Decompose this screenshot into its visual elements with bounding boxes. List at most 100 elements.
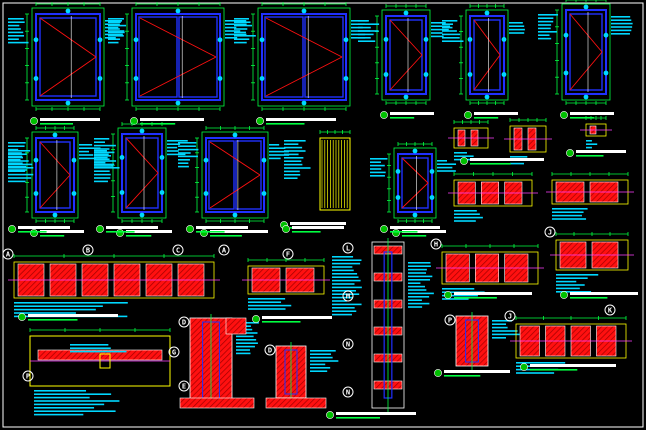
note-line (8, 142, 26, 144)
note-line (105, 33, 123, 36)
title-bar (474, 112, 518, 115)
outer-frame (205, 137, 265, 213)
note-line (269, 157, 281, 160)
title-underline (196, 231, 225, 233)
note-line (8, 150, 31, 152)
note-line (108, 28, 120, 30)
note-line (178, 162, 189, 164)
marker-circle (82, 244, 94, 256)
note-line (8, 145, 25, 147)
note-line (108, 38, 121, 40)
anchor-dot (383, 37, 389, 42)
note-line (332, 259, 362, 261)
note-line (167, 140, 188, 142)
outer-frame (121, 133, 163, 213)
note-line (8, 148, 19, 151)
note-line (408, 262, 431, 264)
note-line (8, 177, 32, 179)
note-line (552, 218, 587, 220)
note-line (408, 268, 427, 271)
title-bar (570, 112, 614, 115)
note-line (509, 28, 525, 31)
outer-frame (261, 13, 347, 101)
marker-letter: P (448, 317, 452, 325)
note-line (332, 269, 354, 272)
note-line (284, 167, 311, 169)
anchor-dot (423, 72, 429, 77)
marker-circle (444, 314, 456, 326)
note-line (8, 163, 33, 166)
note-line (108, 24, 127, 27)
title-underline (474, 117, 499, 119)
note-line (8, 169, 27, 171)
dim-frame (257, 7, 351, 107)
title-underline (470, 163, 511, 165)
section-k-marker: K (604, 304, 616, 316)
note-line (332, 310, 357, 312)
title-marker (256, 117, 264, 125)
leaf-right (178, 16, 218, 98)
note-line (492, 330, 518, 332)
title-marker (116, 229, 124, 237)
section-jk: J (504, 310, 632, 374)
note-line (492, 320, 512, 322)
title-underline (126, 235, 152, 237)
section-marker: D (178, 316, 190, 328)
anchor-dot (412, 212, 418, 218)
anchor-dot (603, 70, 609, 76)
note-line (538, 37, 552, 40)
note-line (248, 308, 286, 310)
note-line (284, 157, 304, 159)
note-line (8, 180, 26, 183)
note-line (105, 30, 125, 32)
leaf (473, 19, 501, 91)
note-line (611, 26, 633, 28)
anchor-dot (383, 72, 389, 77)
note-line (284, 143, 299, 145)
note-line (105, 23, 120, 25)
dim-frame (465, 9, 509, 101)
leaf-left (138, 16, 178, 98)
marker-letter: B (86, 247, 90, 255)
section-marker: J (504, 310, 516, 322)
note-line (284, 177, 298, 179)
elevation-9 (178, 126, 290, 237)
note-line (442, 294, 478, 297)
note-line (236, 322, 259, 324)
swing-line (139, 56, 217, 97)
note-line (284, 140, 306, 142)
detail-title (444, 291, 532, 299)
note-line (611, 33, 630, 35)
note-line (94, 153, 109, 155)
note-line (94, 144, 116, 147)
anchor-dot (33, 37, 39, 43)
detail-small-3 (580, 116, 612, 149)
leaf-left (208, 140, 235, 210)
section-threshold-base (265, 397, 327, 409)
leaf (39, 141, 71, 209)
note-line (611, 29, 632, 32)
marker-circle (168, 346, 180, 358)
note-line (492, 323, 507, 325)
note-line (234, 18, 249, 20)
note-line (556, 274, 599, 276)
note-line (442, 40, 464, 42)
note-line (178, 152, 191, 154)
anchor-dot (119, 155, 125, 160)
marker-letter: P (26, 373, 30, 381)
detail-title (256, 117, 336, 125)
note-line (358, 30, 379, 32)
note-line (167, 143, 181, 145)
note-line (178, 148, 199, 151)
marker-letter: L (346, 245, 350, 253)
section-marker: A (218, 244, 230, 256)
note-line (94, 173, 111, 176)
note-line (556, 291, 592, 293)
section-p: P (444, 312, 520, 370)
note-line (437, 170, 456, 172)
note-line (70, 344, 109, 346)
note-line (358, 37, 371, 39)
anchor-dot (259, 37, 265, 43)
note-line (442, 26, 453, 29)
note-line (310, 363, 326, 366)
